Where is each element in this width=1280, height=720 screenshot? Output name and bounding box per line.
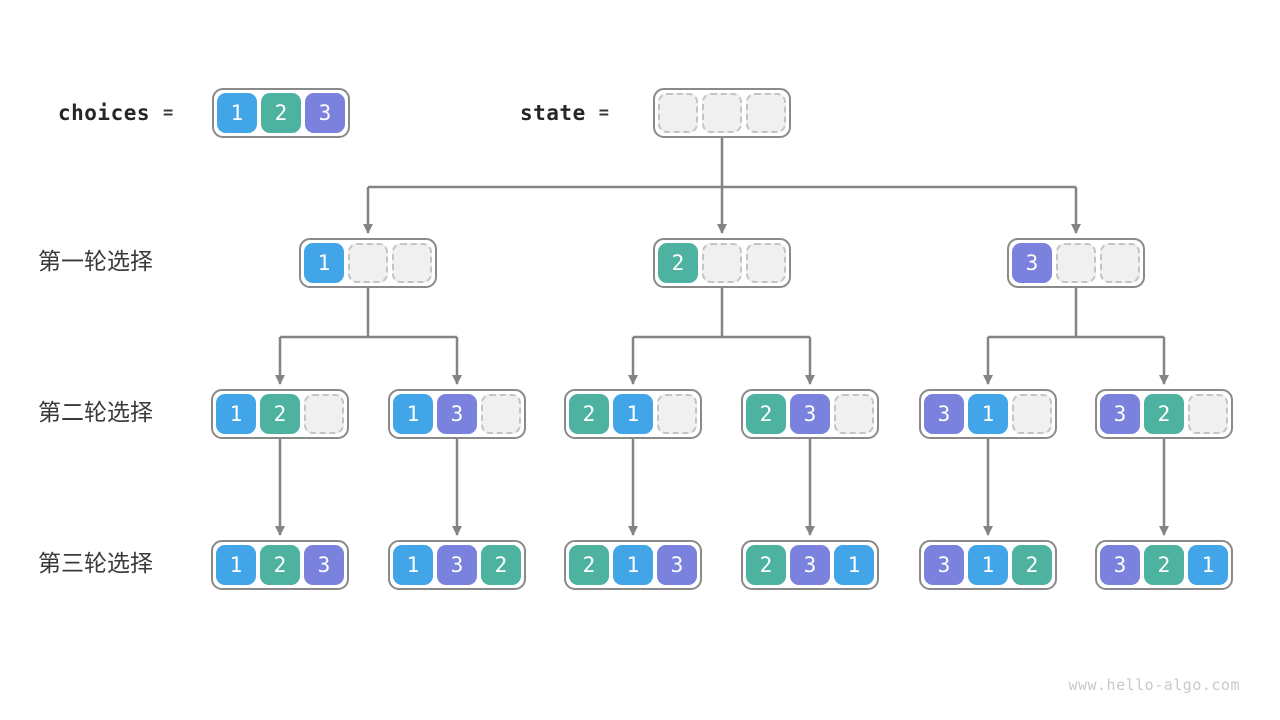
- choice-cell: 1: [968, 545, 1008, 585]
- choice-cell: 3: [437, 394, 477, 434]
- choice-cell: 3: [657, 545, 697, 585]
- state-node: 3: [1007, 238, 1145, 288]
- empty-cell: [348, 243, 388, 283]
- choice-cell: 1: [968, 394, 1008, 434]
- empty-cell: [658, 93, 698, 133]
- empty-cell: [1100, 243, 1140, 283]
- choice-cell: 1: [216, 394, 256, 434]
- choice-cell: 3: [437, 545, 477, 585]
- choice-cell: 3: [924, 394, 964, 434]
- empty-cell: [1188, 394, 1228, 434]
- choice-cell: 2: [481, 545, 521, 585]
- empty-cell: [746, 243, 786, 283]
- watermark: www.hello-algo.com: [1068, 676, 1240, 694]
- choice-cell: 3: [790, 394, 830, 434]
- choice-cell: 2: [569, 545, 609, 585]
- empty-cell: [834, 394, 874, 434]
- choice-cell: 2: [261, 93, 301, 133]
- choice-cell: 1: [613, 394, 653, 434]
- choice-cell: 2: [1144, 394, 1184, 434]
- choice-cell: 3: [304, 545, 344, 585]
- empty-cell: [746, 93, 786, 133]
- choice-cell: 2: [658, 243, 698, 283]
- state-node: 2: [653, 238, 791, 288]
- choices-keyword-group: choices =: [58, 88, 173, 138]
- choice-cell: 2: [569, 394, 609, 434]
- empty-cell: [702, 243, 742, 283]
- empty-cell: [702, 93, 742, 133]
- choice-cell: 1: [304, 243, 344, 283]
- equals-sign: =: [163, 103, 174, 123]
- choice-cell: 2: [260, 394, 300, 434]
- empty-cell: [481, 394, 521, 434]
- choice-cell: 3: [1012, 243, 1052, 283]
- choice-cell: 3: [924, 545, 964, 585]
- choice-cell: 2: [1144, 545, 1184, 585]
- choice-cell: 1: [834, 545, 874, 585]
- choice-cell: 3: [790, 545, 830, 585]
- choice-cell: 3: [1100, 545, 1140, 585]
- state-keyword-group: state =: [520, 88, 609, 138]
- choice-cell: 2: [746, 394, 786, 434]
- choice-cell: 1: [217, 93, 257, 133]
- choice-cell: 1: [216, 545, 256, 585]
- choice-cell: 3: [1100, 394, 1140, 434]
- state-node: 1: [299, 238, 437, 288]
- state-array: [653, 88, 791, 138]
- choice-cell: 2: [1012, 545, 1052, 585]
- row-label: 第三轮选择: [38, 551, 153, 577]
- empty-cell: [392, 243, 432, 283]
- equals-sign: =: [598, 103, 609, 123]
- choices-label: choices: [58, 101, 151, 125]
- empty-cell: [304, 394, 344, 434]
- empty-cell: [657, 394, 697, 434]
- row-label: 第一轮选择: [38, 249, 153, 275]
- choice-cell: 3: [305, 93, 345, 133]
- empty-cell: [1056, 243, 1096, 283]
- choice-cell: 1: [393, 545, 433, 585]
- choice-cell: 1: [393, 394, 433, 434]
- state-label: state: [520, 101, 586, 125]
- row-label: 第二轮选择: [38, 400, 153, 426]
- choice-cell: 2: [260, 545, 300, 585]
- choice-cell: 2: [746, 545, 786, 585]
- choice-cell: 1: [613, 545, 653, 585]
- empty-cell: [1012, 394, 1052, 434]
- choice-cell: 1: [1188, 545, 1228, 585]
